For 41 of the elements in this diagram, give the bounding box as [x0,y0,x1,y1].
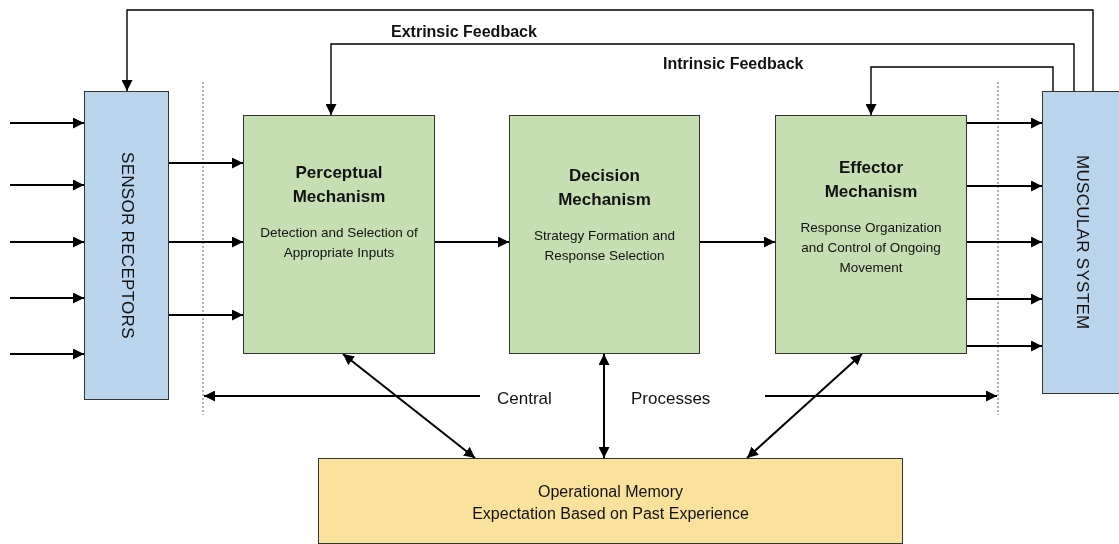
memory-text: Operational Memory [538,482,683,502]
arrow [966,236,1043,248]
mechanism-title: Perceptual Mechanism [291,162,387,208]
arrow [168,236,244,248]
process-label: Central [497,389,552,409]
mechanism-description: Response Organization and Control of Ongoing Movement [799,219,943,277]
arrow [966,180,1043,192]
mechanism-box [509,115,700,354]
arrow [9,348,85,360]
arrow [121,9,1094,92]
arrow [966,293,1043,305]
vertical-label: MUSCULAR SYSTEM [1072,155,1092,330]
mechanism-box [775,115,967,354]
feedback-label: Intrinsic Feedback [663,55,804,73]
memory-text: Expectation Based on Past Experience [472,504,749,524]
arrow [746,353,863,459]
arrow [966,340,1043,352]
arrow [9,292,85,304]
arrow [598,353,610,459]
arrow [699,236,776,248]
arrow [168,157,244,169]
vertical-label: SENSOR RECEPTORS [116,152,137,339]
arrow [9,179,85,191]
system-box [84,91,169,400]
arrow [325,43,1075,116]
arrow [966,117,1043,129]
arrow [168,309,244,321]
arrow [342,353,476,459]
mechanism-title: Decision Mechanism [557,165,652,211]
arrow [9,117,85,129]
mechanism-description: Strategy Formation and Response Selection [532,227,677,265]
process-label: Processes [631,389,711,409]
feedback-label: Extrinsic Feedback [391,23,537,41]
arrow [9,236,85,248]
mechanism-description: Detection and Selection of Appropriate Inputs [259,224,419,262]
mechanism-title: Effector Mechanism [823,157,919,203]
arrow [434,236,510,248]
mechanism-box [243,115,435,354]
arrow [865,66,1054,116]
memory-box [318,458,903,544]
system-box [1042,91,1119,394]
